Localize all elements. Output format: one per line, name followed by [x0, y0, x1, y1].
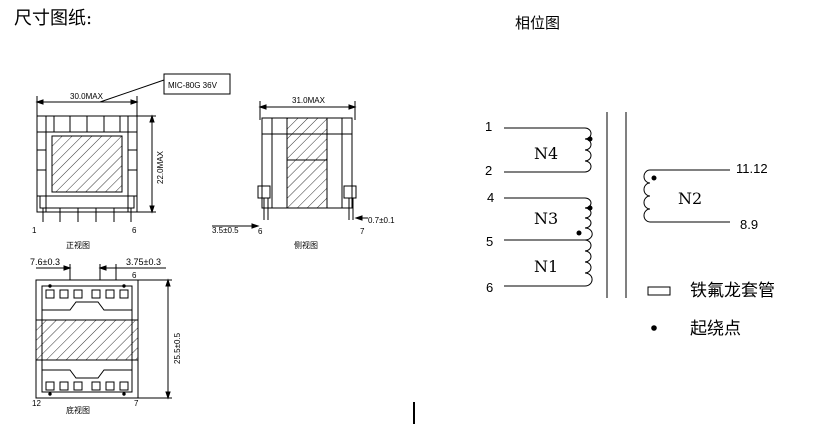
legend-teflon-sleeve: 铁氟龙套管: [690, 281, 775, 301]
side-pin-offset-label: 3.5±0.5: [212, 226, 239, 235]
winding-n4-label: N4: [534, 144, 558, 163]
bottom-right-pitch-label: 3.75±0.3: [126, 257, 161, 267]
side-width-label: 31.0MAX: [292, 96, 326, 105]
legend-winding-start: 起绕点: [690, 319, 741, 339]
side-pin-7: 7: [360, 227, 365, 236]
winding-n3-label: N3: [534, 209, 558, 228]
pin-4-label: 4: [487, 190, 494, 205]
n2-start-dot: [651, 175, 657, 181]
schematic: [504, 112, 730, 298]
n4-start-dot: [587, 136, 593, 142]
bottom-pin-12: 12: [32, 399, 41, 408]
n3-start-dot: [587, 205, 593, 211]
front-width-label: 30.0MAX: [70, 92, 104, 101]
front-pin-6: 6: [132, 226, 137, 235]
legend-dot-icon: [651, 325, 657, 331]
front-height-label: 22.0MAX: [156, 150, 165, 184]
bottom-left-pitch-label: 7.6±0.3: [30, 257, 60, 267]
front-view: [35, 73, 231, 222]
dimension-drawing-title: 尺寸图纸:: [14, 8, 93, 29]
bottom-pin-6: 6: [132, 271, 137, 280]
bottom-height-label: 25.5±0.5: [173, 332, 182, 364]
pin-1-label: 1: [485, 119, 492, 134]
bottom-pin-7: 7: [134, 399, 139, 408]
side-view-caption: 侧视图: [294, 240, 318, 250]
phase-diagram-title: 相位图: [515, 14, 561, 32]
side-view: [212, 101, 368, 229]
pin-6-label: 6: [486, 280, 493, 295]
side-pin-6: 6: [258, 227, 263, 236]
winding-n1-label: N1: [534, 257, 558, 276]
front-pin-1: 1: [32, 226, 37, 235]
pin-11-12-label: 11.12: [736, 161, 768, 176]
bottom-view-caption: 底视图: [66, 405, 90, 415]
bottom-view: [35, 264, 172, 400]
side-pin-thickness-label: 0.7±0.1: [368, 216, 395, 225]
n1-start-dot: [576, 230, 582, 236]
pin-8-9-label: 8.9: [740, 217, 758, 232]
front-view-caption: 正视图: [66, 240, 90, 250]
pin-2-label: 2: [485, 163, 492, 178]
winding-n2-label: N2: [678, 189, 702, 208]
part-number-label: MIC-80G 36V: [168, 81, 218, 90]
pin-5-label: 5: [486, 234, 493, 249]
